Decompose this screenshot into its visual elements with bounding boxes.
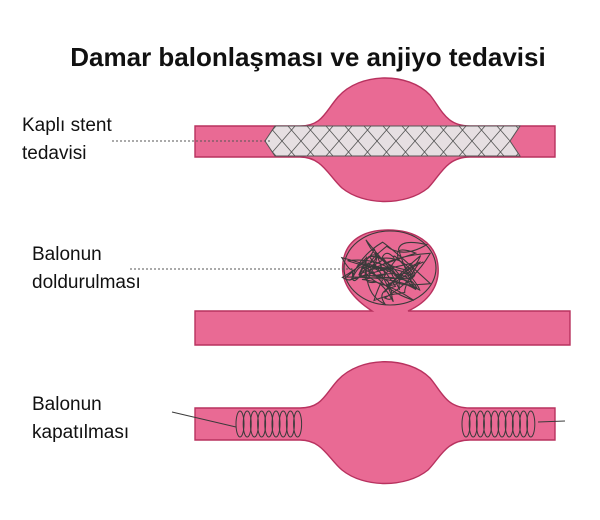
coil-loop — [483, 410, 493, 438]
coil-loop — [490, 410, 500, 438]
label-coil-filling: Balonun doldurulması — [32, 241, 141, 297]
stent-wire — [268, 126, 296, 156]
diagram-title: Damar balonlaşması ve anjiyo tedavisi — [70, 42, 546, 72]
coil-loop — [526, 410, 536, 438]
covered-stent — [264, 125, 521, 157]
embolization-coil — [340, 230, 437, 306]
aneurysm-stent-panel — [112, 77, 556, 203]
coil-wire — [340, 239, 432, 306]
coil-loop — [235, 410, 245, 438]
stent-wire — [401, 126, 429, 156]
coil-outline — [343, 230, 437, 306]
coil-loop — [271, 410, 281, 438]
stent-wire — [344, 126, 372, 156]
coil-loop — [293, 410, 303, 438]
coil-loop — [511, 410, 521, 438]
vessel-with-closure — [194, 361, 556, 485]
stent-wire — [306, 126, 334, 156]
label-line: Kaplı stent — [22, 115, 112, 136]
coil-loop — [475, 410, 485, 438]
coil-loop — [242, 410, 252, 438]
label-line: doldurulması — [32, 272, 141, 293]
label-line: kapatılması — [32, 422, 130, 443]
coil-loop — [504, 410, 514, 438]
aneurysm-closure-panel — [171, 361, 566, 485]
coil-loop — [249, 410, 259, 438]
label-line: Balonun — [32, 394, 102, 415]
left-coil — [235, 410, 303, 438]
coil-loop — [257, 410, 267, 438]
coil-loop — [264, 410, 274, 438]
coil-loop — [285, 410, 295, 438]
label-neck-closure: Balonun kapatılması — [32, 391, 129, 447]
coil-loop — [519, 410, 529, 438]
stent-wire — [363, 126, 391, 156]
stent-wire — [325, 126, 353, 156]
label-line: tedavisi — [22, 143, 87, 164]
coil-loop — [278, 410, 288, 438]
coil-loop — [497, 410, 507, 438]
label-line: Balonun — [32, 244, 102, 265]
right-coil — [461, 410, 536, 438]
guidewire-right — [537, 420, 566, 423]
guidewire-left — [171, 411, 237, 428]
stent-wire — [287, 126, 315, 156]
coil-loop — [468, 410, 478, 438]
stent-wire — [439, 126, 467, 156]
stent-wire — [382, 126, 410, 156]
aneurysm-coil-panel — [130, 229, 571, 346]
vessel-with-sac — [194, 229, 571, 346]
coil-loop — [461, 410, 471, 438]
stent-wire — [458, 126, 486, 156]
stent-wire — [420, 126, 448, 156]
stent-wire — [477, 126, 505, 156]
label-covered-stent: Kaplı stent tedavisi — [22, 112, 112, 168]
